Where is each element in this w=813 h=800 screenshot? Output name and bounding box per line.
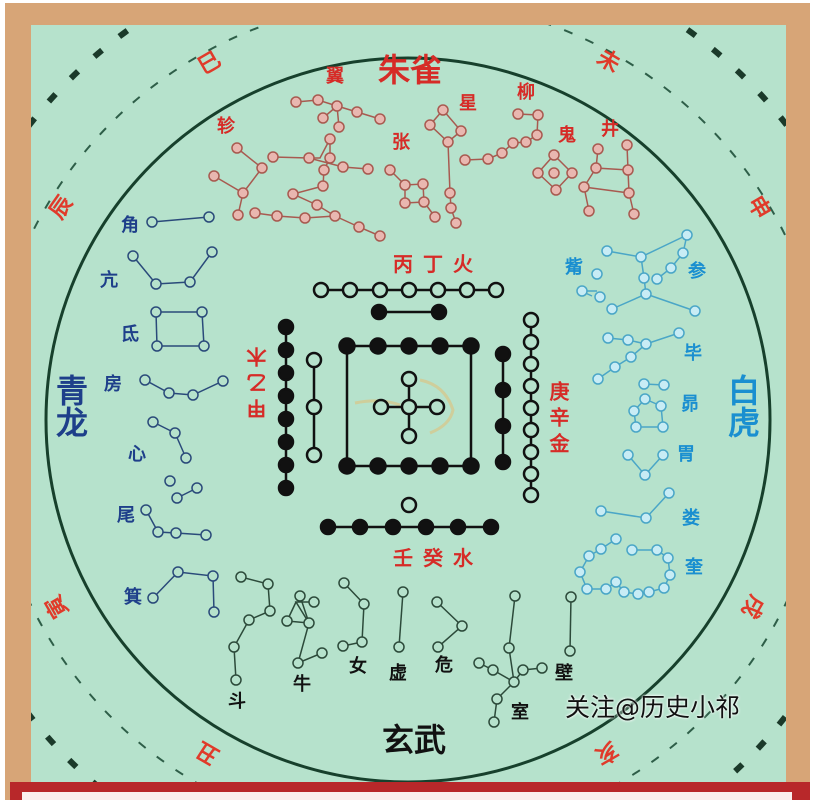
- watermark: 关注@历史小祁: [565, 693, 741, 722]
- mansion-jing: 井: [601, 119, 619, 140]
- mansion-yi: 翼: [326, 66, 344, 87]
- hetu-center: [277, 281, 540, 536]
- mansion-kang: 亢: [100, 270, 118, 291]
- element-south: 丙丁火: [393, 252, 483, 276]
- south-constellations: [208, 94, 640, 242]
- mansion-zhen: 轸: [217, 116, 235, 137]
- mansion-nv: 女: [349, 656, 367, 677]
- mansion-fang: 房: [104, 374, 122, 395]
- mansion-zi: 觜: [565, 257, 583, 278]
- mansion-jiao: 角: [121, 215, 139, 236]
- bottom-strip: [22, 792, 792, 800]
- mansion-wei: 尾: [117, 505, 135, 526]
- mansion-shi: 室: [511, 702, 529, 723]
- mansion-zhang: 张: [392, 132, 410, 153]
- mansion-bi: 毕: [684, 343, 702, 364]
- mansion-ji: 箕: [124, 587, 142, 608]
- east-constellations: [127, 211, 229, 618]
- symbol-east: 青龙: [51, 374, 89, 438]
- mansion-dou: 斗: [228, 691, 246, 712]
- mansion-bi-north: 壁: [555, 663, 573, 684]
- mansion-shen: 参: [688, 261, 706, 282]
- mansion-mao: 昴: [681, 394, 699, 415]
- west-constellations: [574, 229, 701, 600]
- mansion-di: 氐: [121, 324, 139, 345]
- mansion-wei-west: 胃: [677, 444, 695, 465]
- mansion-xin: 心: [128, 444, 146, 465]
- mansion-xu: 虚: [389, 663, 407, 684]
- mansion-xing: 星: [459, 93, 477, 114]
- mansion-gui: 鬼: [558, 125, 576, 146]
- mansion-liu: 柳: [517, 82, 535, 103]
- mansion-wei-north: 危: [435, 655, 453, 676]
- symbol-west: 白虎: [723, 374, 761, 438]
- element-east: 甲乙木: [246, 341, 270, 419]
- element-north: 壬癸水: [393, 546, 483, 570]
- mansion-lou: 娄: [682, 508, 700, 529]
- symbol-north: 玄武: [381, 721, 447, 759]
- element-west: 庚辛金: [546, 381, 570, 459]
- mansion-niu: 牛: [293, 674, 311, 695]
- symbol-south: 朱雀: [377, 51, 443, 89]
- mansion-kui: 奎: [685, 557, 703, 578]
- north-constellations: [228, 571, 577, 728]
